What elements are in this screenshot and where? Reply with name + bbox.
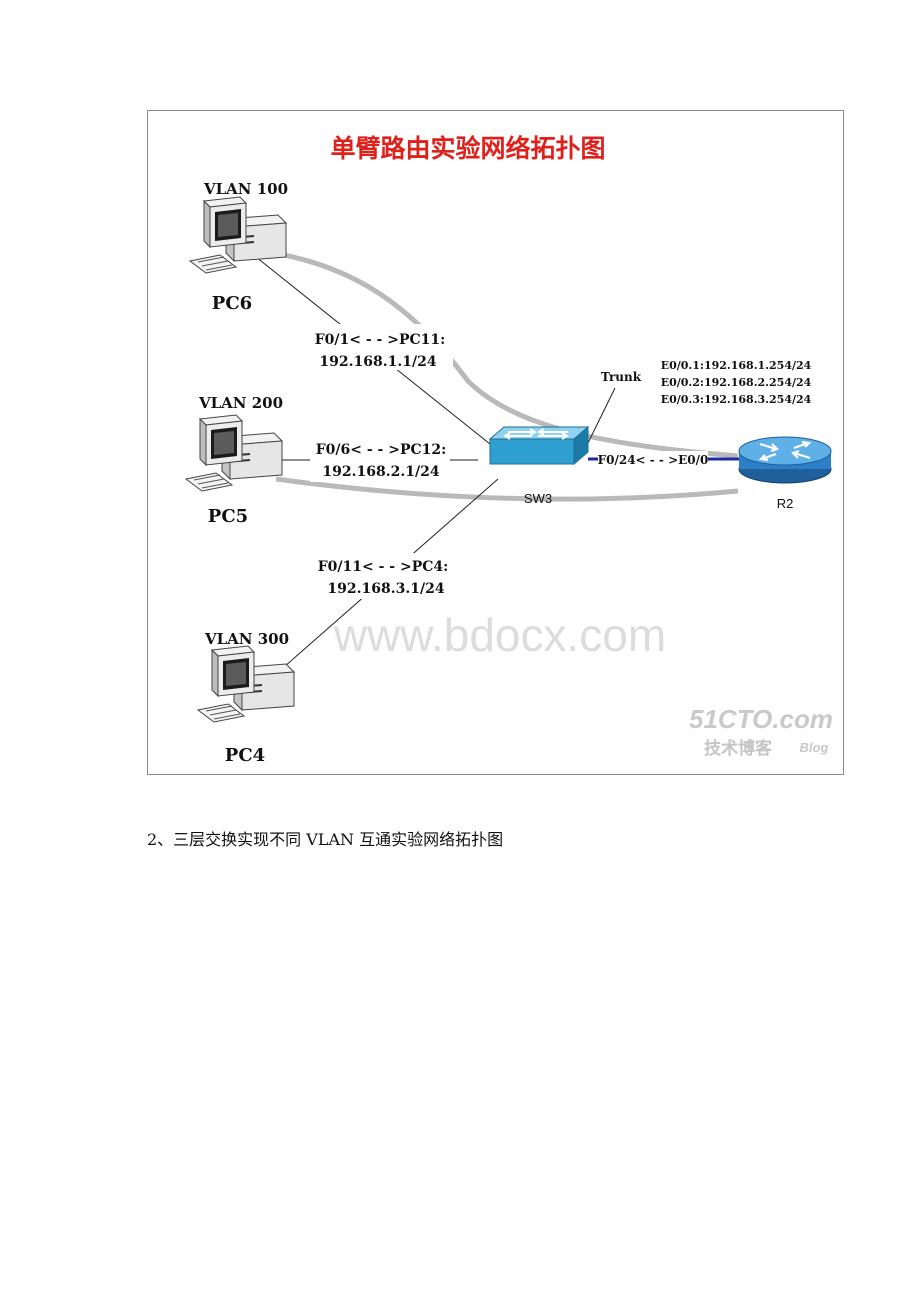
switch-name-label: SW3 — [524, 491, 552, 506]
pc4-vlan-label: VLAN 300 — [204, 630, 289, 648]
uplink-label: F0/24< - - >E0/0 — [598, 451, 709, 467]
brand-logo: 51CTO.com 技术博客 Blog — [689, 704, 833, 759]
traffic-path-vlan100 — [247, 246, 739, 459]
logo-brand: 51CTO.com — [689, 704, 833, 734]
figure-caption: 2、三层交换实现不同 VLAN 互通实验网络拓扑图 — [147, 830, 504, 849]
diagram-title: 单臂路由实验网络拓扑图 — [330, 134, 605, 163]
pc6-vlan-label: VLAN 100 — [203, 180, 288, 198]
logo-tag: Blog — [800, 740, 829, 755]
link-port-label-pc6: F0/1< - - >PC11: — [315, 332, 446, 348]
link-ip-label-pc4: 192.168.3.1/24 — [327, 581, 444, 597]
pc6-name-label: PC6 — [212, 293, 252, 314]
pc5-vlan-label: VLAN 200 — [198, 394, 283, 412]
traffic-path-vlan200 — [275, 476, 739, 502]
link-port-label-pc5: F0/6< - - >PC12: — [316, 442, 447, 458]
link-ip-label-pc6: 192.168.1.1/24 — [319, 354, 436, 370]
router-name-label: R2 — [777, 496, 794, 511]
pc6-icon[interactable] — [189, 196, 287, 274]
topology-figure: 单臂路由实验网络拓扑图 www.bdocx.com — [147, 110, 844, 775]
link-label-pc4: F0/11< - - >PC4: 192.168.3.1/24 — [316, 553, 456, 599]
router-subif-3: E0/0.3:192.168.3.254/24 — [661, 393, 812, 406]
trunk-label: Trunk — [601, 370, 642, 384]
router-icon[interactable] — [738, 436, 832, 484]
link-port-label-pc4: F0/11< - - >PC4: — [318, 559, 449, 575]
trunk-pointer — [587, 387, 616, 444]
link-label-pc5: F0/6< - - >PC12: 192.168.2.1/24 — [310, 436, 450, 482]
switch-icon[interactable] — [488, 425, 590, 466]
topology-diagram: 单臂路由实验网络拓扑图 www.bdocx.com — [185, 134, 833, 766]
router-subif-1: E0/0.1:192.168.1.254/24 — [661, 359, 812, 372]
link-ip-label-pc5: 192.168.2.1/24 — [322, 464, 439, 480]
pc4-name-label: PC4 — [225, 745, 265, 766]
pc4-icon[interactable] — [197, 645, 295, 723]
watermark-text: www.bdocx.com — [333, 609, 666, 661]
pc5-name-label: PC5 — [208, 506, 248, 527]
link-label-pc6: F0/1< - - >PC11: 192.168.1.1/24 — [313, 324, 453, 370]
pc5-icon[interactable] — [185, 414, 283, 492]
logo-sub: 技术博客 — [704, 738, 773, 759]
uplink-port-label: F0/24< - - >E0/0 — [598, 453, 709, 467]
router-subif-2: E0/0.2:192.168.2.254/24 — [661, 376, 812, 389]
